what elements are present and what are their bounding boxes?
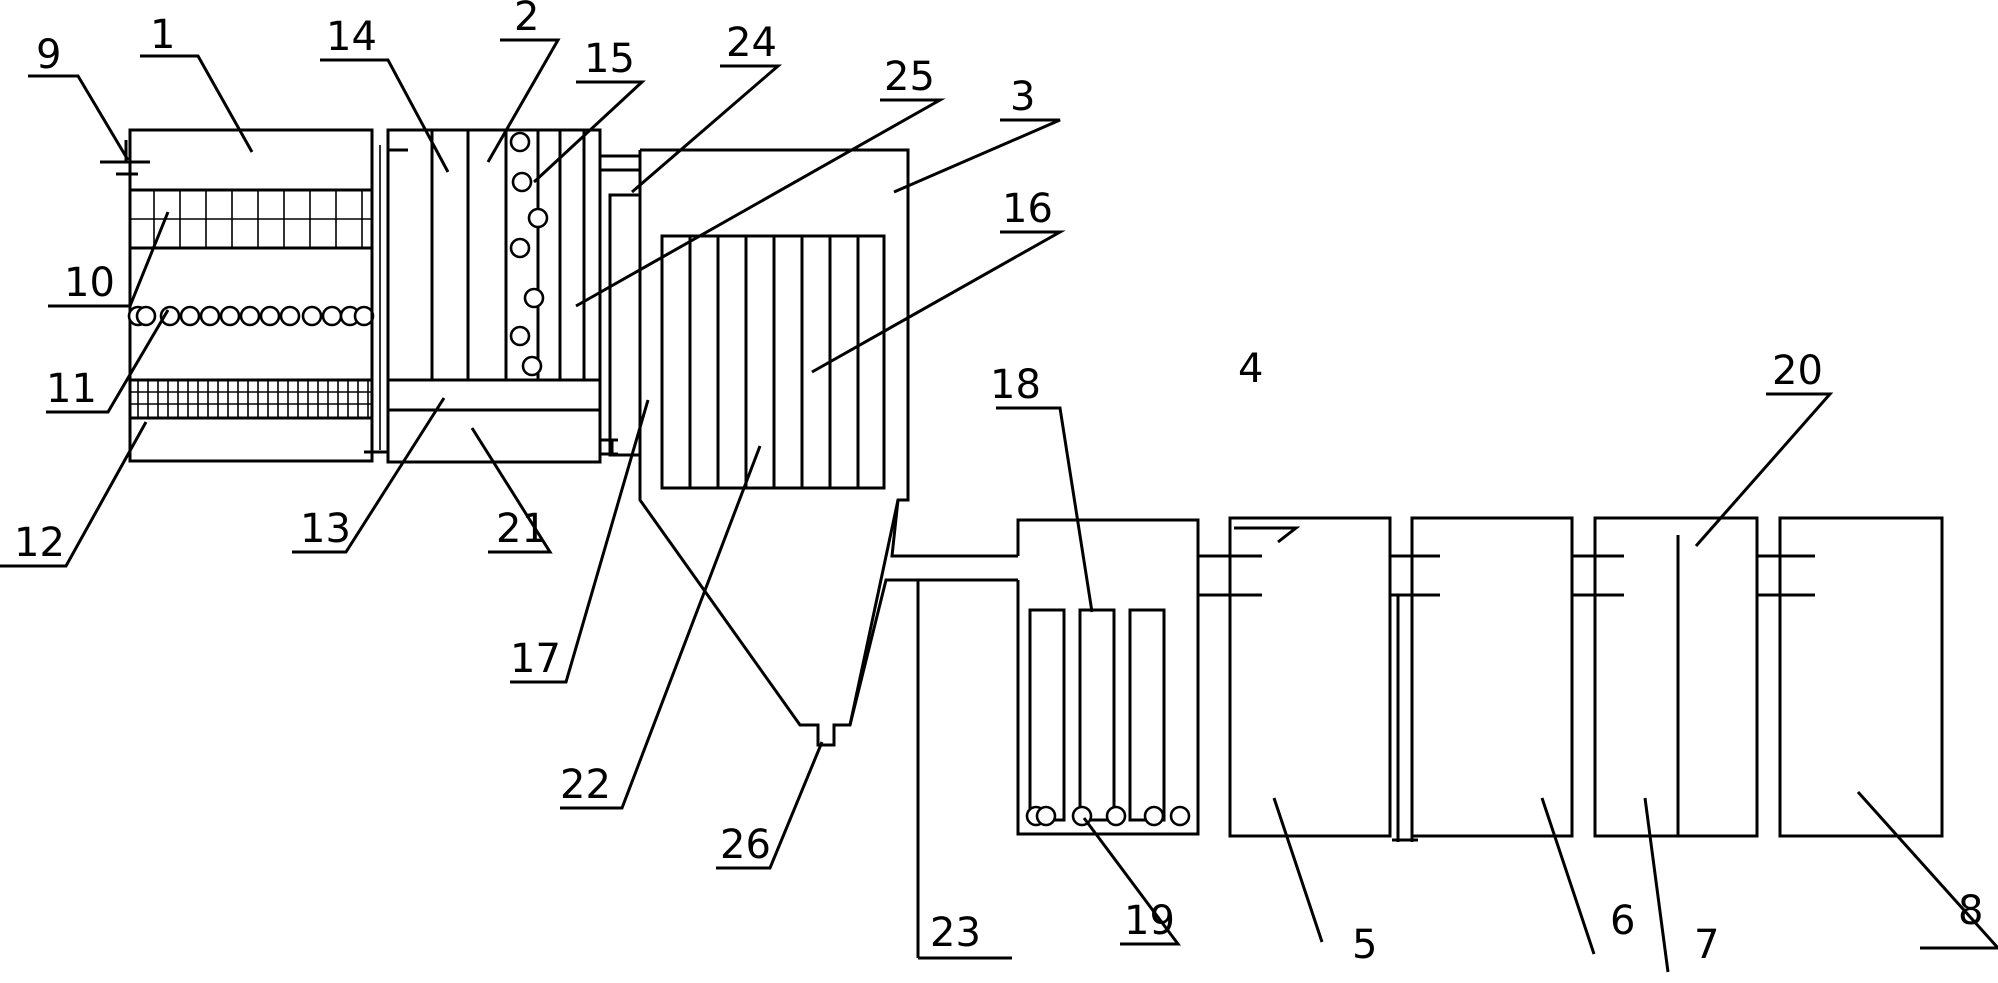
callout-8: 8 — [1958, 888, 1983, 934]
bubble-icon — [1035, 805, 1057, 827]
leader-lines — [0, 38, 1998, 973]
callout-25: 25 — [884, 54, 935, 100]
bubble-icon — [1169, 805, 1191, 827]
bubble-icon — [259, 305, 281, 327]
unit-3-settling-tank — [608, 148, 910, 747]
bubble-icon — [353, 305, 375, 327]
callout-12: 12 — [14, 520, 65, 566]
callout-7: 7 — [1694, 922, 1719, 968]
callout-2: 2 — [514, 0, 539, 40]
unit-6 — [1410, 516, 1574, 838]
callout-23: 23 — [930, 910, 981, 956]
callout-9: 9 — [36, 32, 61, 78]
pipe-to-unit-4 — [848, 499, 1018, 958]
bubble-icon — [1143, 805, 1165, 827]
callout-4: 4 — [1238, 346, 1263, 392]
callout-16: 16 — [1002, 186, 1053, 232]
callout-22: 22 — [560, 762, 611, 808]
bubble-icon — [509, 131, 531, 153]
unit-7 — [1593, 516, 1759, 838]
bubble-icon — [135, 305, 157, 327]
unit-8 — [1778, 516, 1944, 838]
aeration-row-19 — [1025, 805, 1191, 827]
bubble-icon — [527, 207, 549, 229]
callout-13: 13 — [300, 506, 351, 552]
bubble-icon — [509, 325, 531, 347]
aeration-column-15 — [509, 131, 549, 377]
callout-19: 19 — [1124, 898, 1175, 944]
bubble-icon — [179, 305, 201, 327]
callout-5: 5 — [1352, 922, 1377, 968]
unit-2-reactor — [386, 128, 618, 464]
callout-24: 24 — [726, 20, 777, 66]
unit-4-filter-tank — [1016, 518, 1200, 836]
bubble-icon — [523, 287, 545, 309]
bubble-icon — [511, 171, 533, 193]
bubble-icon — [219, 305, 241, 327]
callout-3: 3 — [1010, 74, 1035, 120]
callout-14: 14 — [326, 14, 377, 60]
callout-15: 15 — [584, 36, 635, 82]
callout-18: 18 — [990, 362, 1041, 408]
bubble-icon — [509, 237, 531, 259]
callout-1: 1 — [150, 12, 175, 58]
bubble-icon — [1105, 805, 1127, 827]
bubble-icon — [199, 305, 221, 327]
callout-10: 10 — [64, 260, 115, 306]
callout-20: 20 — [1772, 348, 1823, 394]
callout-labels: 9 1 14 2 15 24 25 3 16 10 11 12 13 21 17… — [14, 0, 1983, 968]
units-5-to-8 — [1198, 516, 1944, 842]
callout-26: 26 — [720, 822, 771, 868]
bubble-icon — [239, 305, 261, 327]
mesh-layer-12 — [128, 378, 374, 420]
callout-6: 6 — [1610, 898, 1635, 944]
unit-1-filter-tank — [100, 128, 388, 463]
callout-17: 17 — [510, 636, 561, 682]
pipe-24 — [600, 150, 642, 172]
bubble-icon — [521, 355, 543, 377]
bubble-icon — [321, 305, 343, 327]
bubble-icon — [279, 305, 301, 327]
unit-5 — [1228, 516, 1392, 838]
callout-21: 21 — [496, 506, 547, 552]
bubble-icon — [301, 305, 323, 327]
callout-11: 11 — [46, 366, 97, 412]
